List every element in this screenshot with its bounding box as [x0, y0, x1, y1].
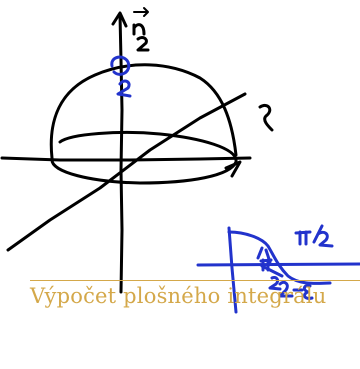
slide-caption: Výpočet plošného integrálu	[30, 284, 327, 308]
axis-tick-x	[224, 160, 242, 178]
pi-half-mid-fraction	[260, 264, 284, 291]
caption-underline	[30, 280, 360, 281]
z-axis	[118, 13, 124, 294]
apex-label-2	[116, 79, 132, 98]
curve-tick-a	[256, 246, 264, 260]
n-subscript-2	[136, 36, 150, 52]
base-ellipse	[50, 130, 238, 185]
two-minus-eps	[278, 280, 314, 300]
n-letter	[132, 23, 146, 36]
n-arrow	[133, 7, 149, 17]
x-axis	[0, 156, 252, 162]
dome-outline	[49, 63, 238, 160]
y-label-mark	[258, 103, 274, 132]
decay-curve	[227, 230, 332, 285]
small-y-axis	[227, 226, 238, 314]
pi-half-right	[294, 224, 334, 248]
curve-tick-b	[264, 248, 272, 264]
z-axis-arrowhead	[111, 11, 128, 28]
y-axis-diagonal	[6, 92, 247, 252]
apex-circle	[110, 55, 131, 76]
